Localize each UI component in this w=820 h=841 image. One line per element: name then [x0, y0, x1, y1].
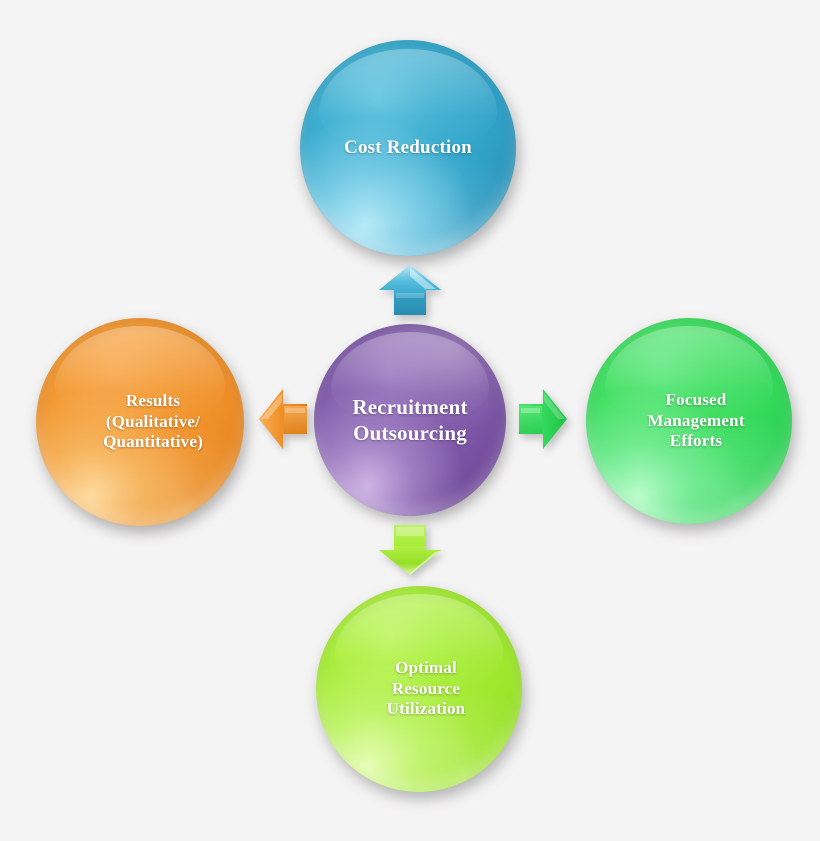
arrow-up-icon: [378, 264, 442, 316]
arrow-left-icon: [258, 388, 308, 450]
node-results[interactable]: Results (Qualitative/ Quantitative): [36, 318, 244, 526]
node-recruitment-outsourcing[interactable]: Recruitment Outsourcing: [314, 324, 506, 516]
node-results-label: Results (Qualitative/ Quantitative): [103, 390, 203, 452]
node-cost-reduction[interactable]: Cost Reduction: [300, 40, 516, 256]
arrow-right-icon: [518, 388, 568, 450]
node-optimal-resource-utilization-label: Optimal Resource Utilization: [386, 657, 466, 719]
node-recruitment-outsourcing-label: Recruitment Outsourcing: [352, 394, 468, 445]
node-cost-reduction-label: Cost Reduction: [344, 137, 472, 159]
node-focused-management-efforts[interactable]: Focused Management Efforts: [586, 318, 792, 524]
arrow-down-icon: [378, 524, 442, 576]
node-optimal-resource-utilization[interactable]: Optimal Resource Utilization: [316, 586, 522, 792]
node-focused-management-efforts-label: Focused Management Efforts: [647, 389, 745, 451]
